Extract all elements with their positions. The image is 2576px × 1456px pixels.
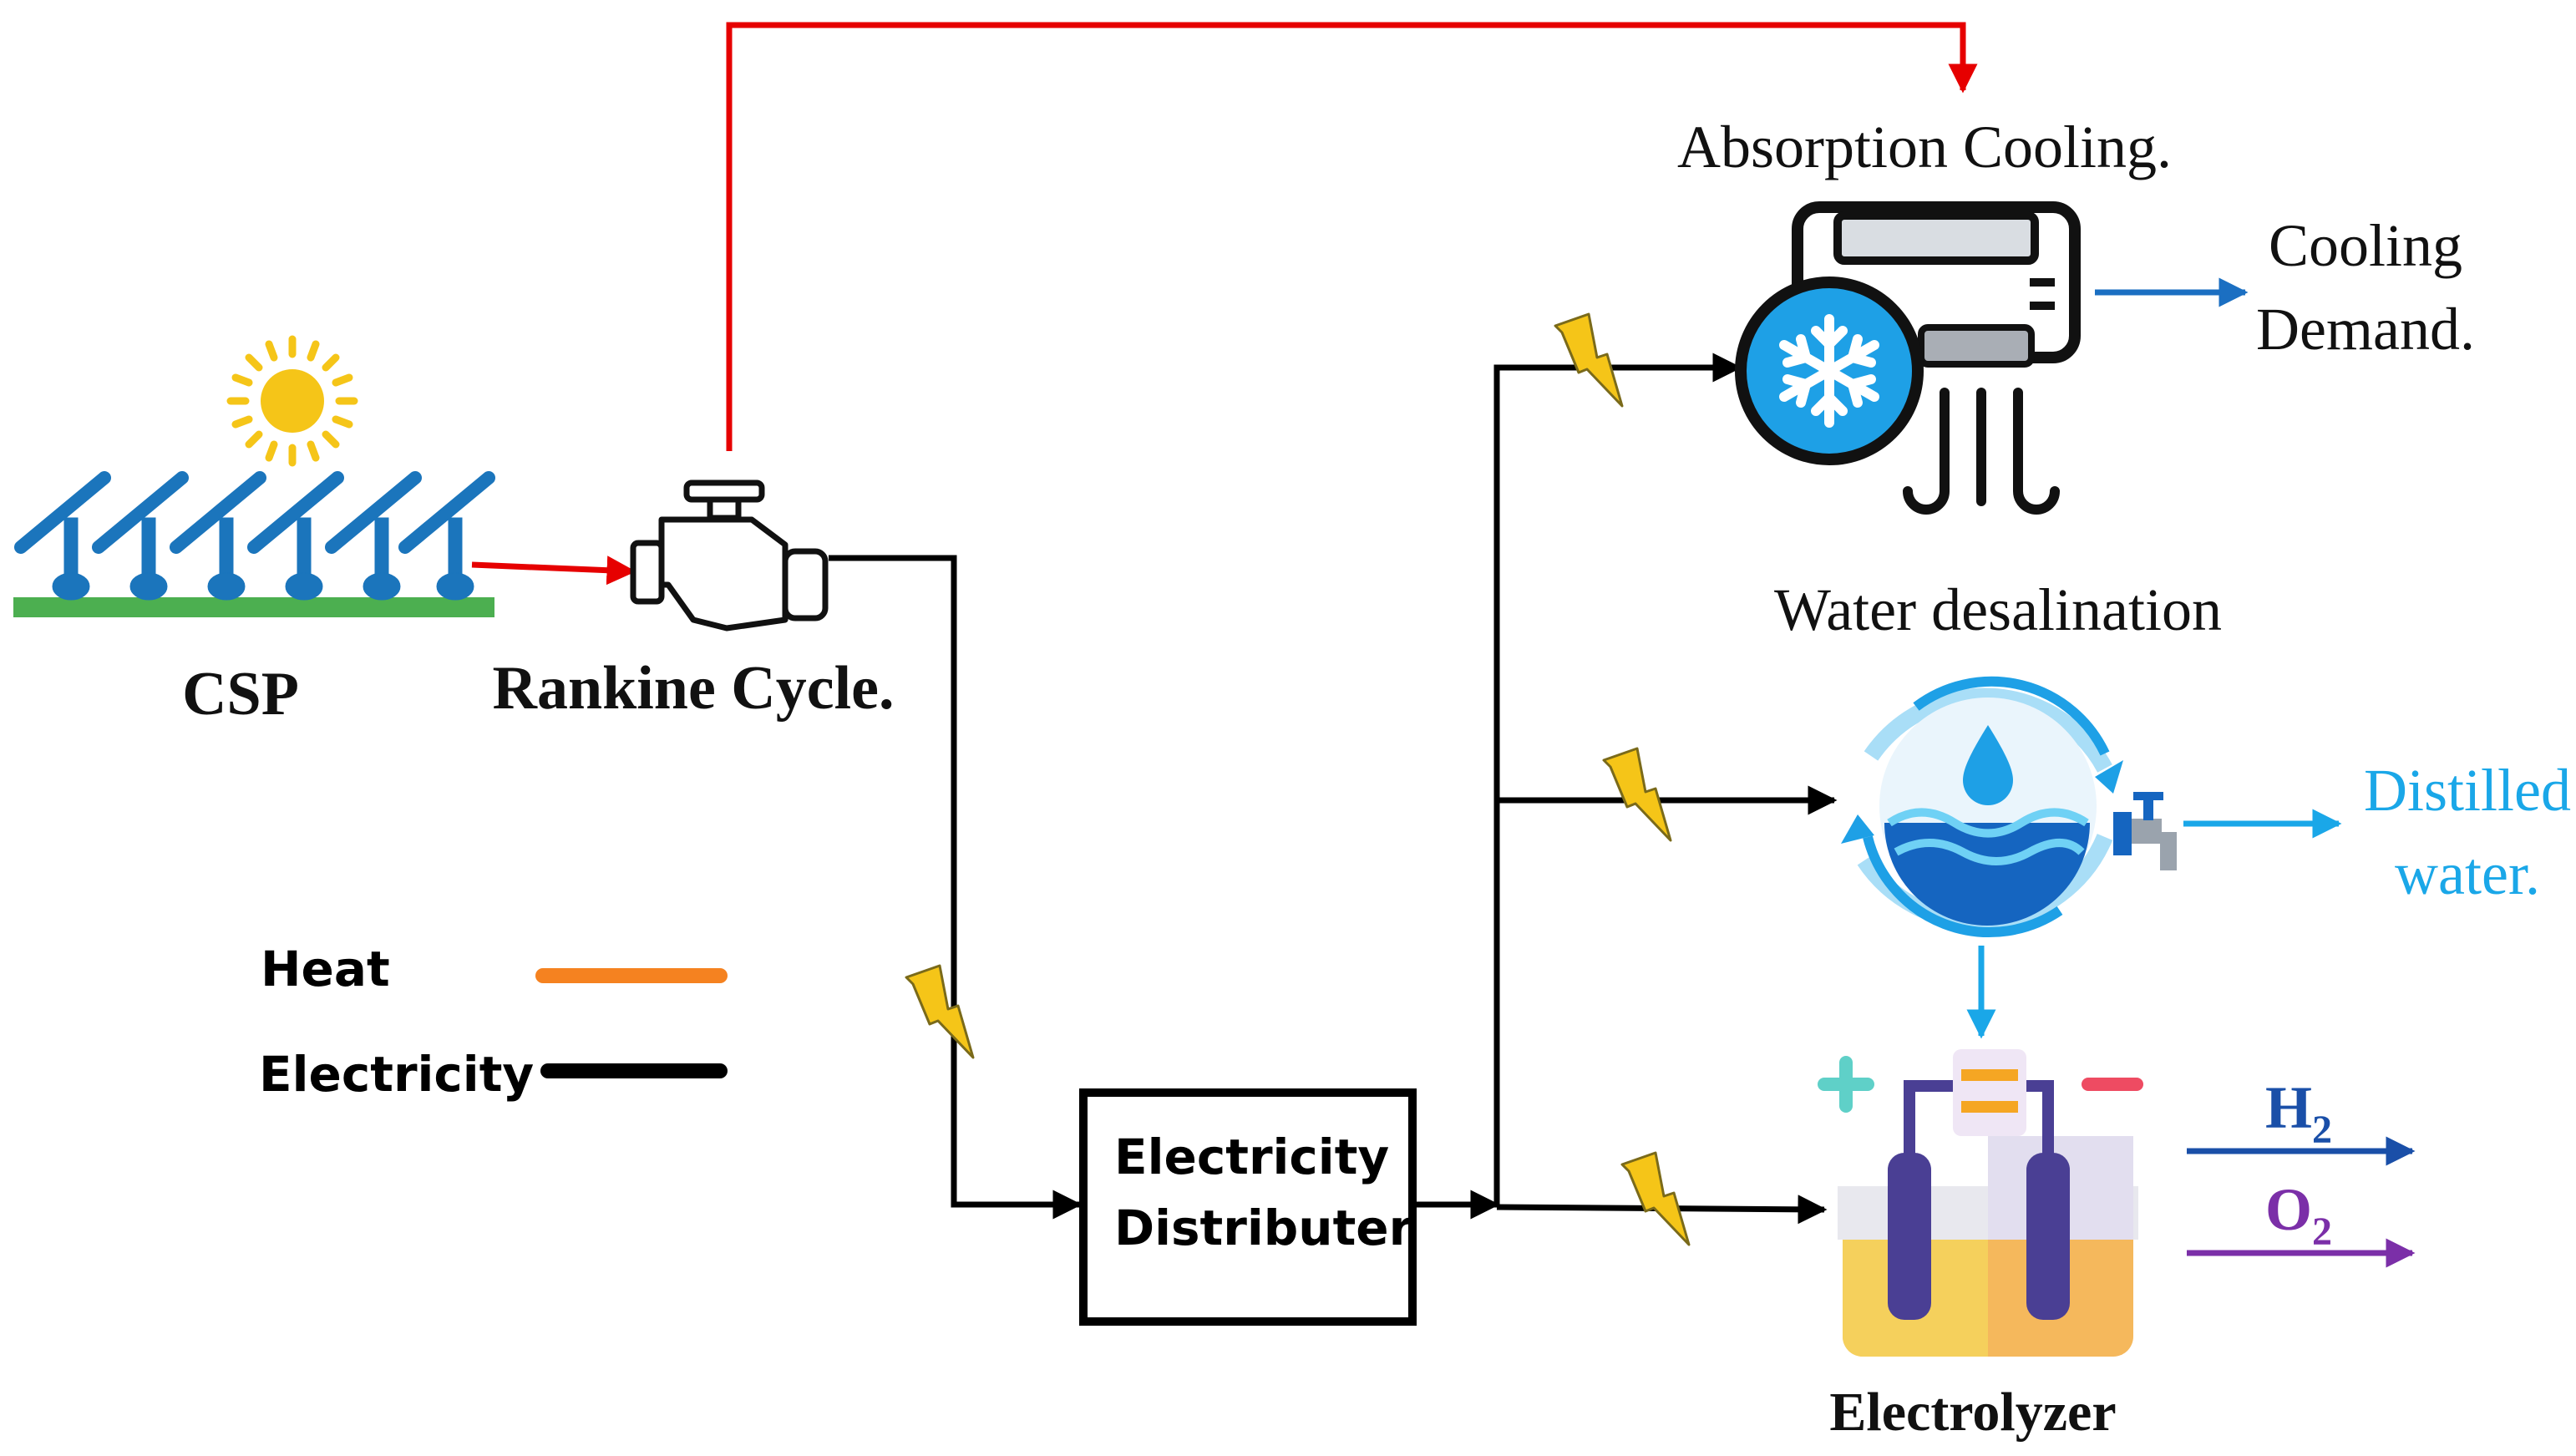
sun-icon <box>226 335 358 467</box>
absorption-label: Absorption Cooling. <box>1677 114 2172 180</box>
distilled-water-label-line1: Distilled <box>2364 757 2571 824</box>
faucet-icon <box>2113 792 2177 870</box>
water-drop-icon <box>1963 725 2013 805</box>
electricity-distributer-box <box>1079 1088 1417 1326</box>
o2-label: O2 <box>2265 1176 2332 1254</box>
distributer-label-line2: Distributer <box>1114 1200 1413 1256</box>
distributer-label-line1: Electricity <box>1114 1129 1389 1185</box>
electrolyzer-label: Electrolyzer <box>1829 1382 2116 1443</box>
water-cycle-icon <box>1841 676 2123 937</box>
desalination-label: Water desalination <box>1774 576 2222 643</box>
electrolyzer-icon <box>1818 1049 2143 1357</box>
legend-heat-label: Heat <box>261 941 390 997</box>
solar-panel-icon <box>13 471 495 617</box>
heat-flow-line-to-absorption <box>726 22 1978 451</box>
legend: Heat Electricity <box>259 941 728 1103</box>
snowflake-icon <box>1779 314 1879 428</box>
electricity-lines <box>829 353 1838 1225</box>
h2-label: H2 <box>2265 1074 2332 1152</box>
heat-flow-line-csp-to-rankine <box>471 556 636 586</box>
lightning-bolt-icon <box>905 964 975 1059</box>
legend-electricity-label: Electricity <box>259 1046 534 1103</box>
lightning-bolt-icon <box>1602 747 1672 842</box>
engine-icon <box>630 479 829 632</box>
cooling-demand-label-line2: Demand. <box>2256 296 2475 363</box>
air-conditioner-icon <box>1735 201 2081 515</box>
rankine-label: Rankine Cycle. <box>493 654 895 723</box>
distilled-water-label-line2: water. <box>2395 840 2540 907</box>
lightning-bolt-icon <box>1554 312 1624 408</box>
cooling-demand-label-line1: Cooling <box>2269 212 2462 279</box>
csp-label: CSP <box>182 660 299 728</box>
lightning-bolt-icon <box>1620 1151 1691 1246</box>
